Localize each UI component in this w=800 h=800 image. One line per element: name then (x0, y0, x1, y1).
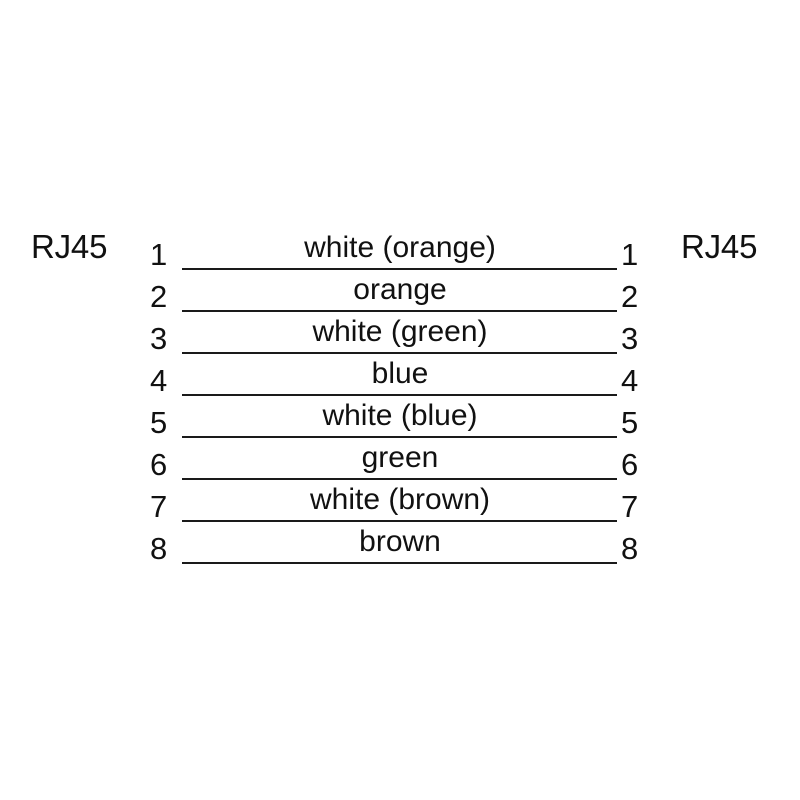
pin-number-right: 3 (621, 321, 639, 356)
wire-label: blue (371, 357, 429, 390)
wire-label: orange (353, 273, 447, 306)
wire-label: green (361, 441, 439, 474)
pin-number-right: 1 (621, 237, 639, 272)
wire-line (182, 478, 617, 480)
pin-number-right: 8 (621, 531, 639, 566)
wire-line (182, 268, 617, 270)
wire-label: white (green) (312, 315, 488, 348)
wire-line (182, 394, 617, 396)
wire-line (182, 520, 617, 522)
pin-number-left: 5 (150, 405, 168, 440)
wire-line (182, 310, 617, 312)
pin-number-right: 4 (621, 363, 639, 398)
pin-number-left: 7 (150, 489, 168, 524)
wire-line (182, 436, 617, 438)
pin-number-left: 1 (150, 237, 168, 272)
pin-number-right: 6 (621, 447, 639, 482)
connector-label-left: RJ45 (31, 228, 108, 265)
pin-number-right: 2 (621, 279, 639, 314)
connector-label-right: RJ45 (681, 228, 758, 265)
pin-number-right: 7 (621, 489, 639, 524)
wire-label: brown (359, 525, 441, 558)
pin-number-left: 8 (150, 531, 168, 566)
wire-label: white (orange) (304, 231, 496, 264)
pin-number-left: 2 (150, 279, 168, 314)
wire-label: white (blue) (322, 399, 478, 432)
pin-number-left: 4 (150, 363, 168, 398)
pin-number-left: 6 (150, 447, 168, 482)
wire-line (182, 562, 617, 564)
pin-number-left: 3 (150, 321, 168, 356)
pin-number-right: 5 (621, 405, 639, 440)
wire-label: white (brown) (309, 483, 491, 516)
wire-line (182, 352, 617, 354)
